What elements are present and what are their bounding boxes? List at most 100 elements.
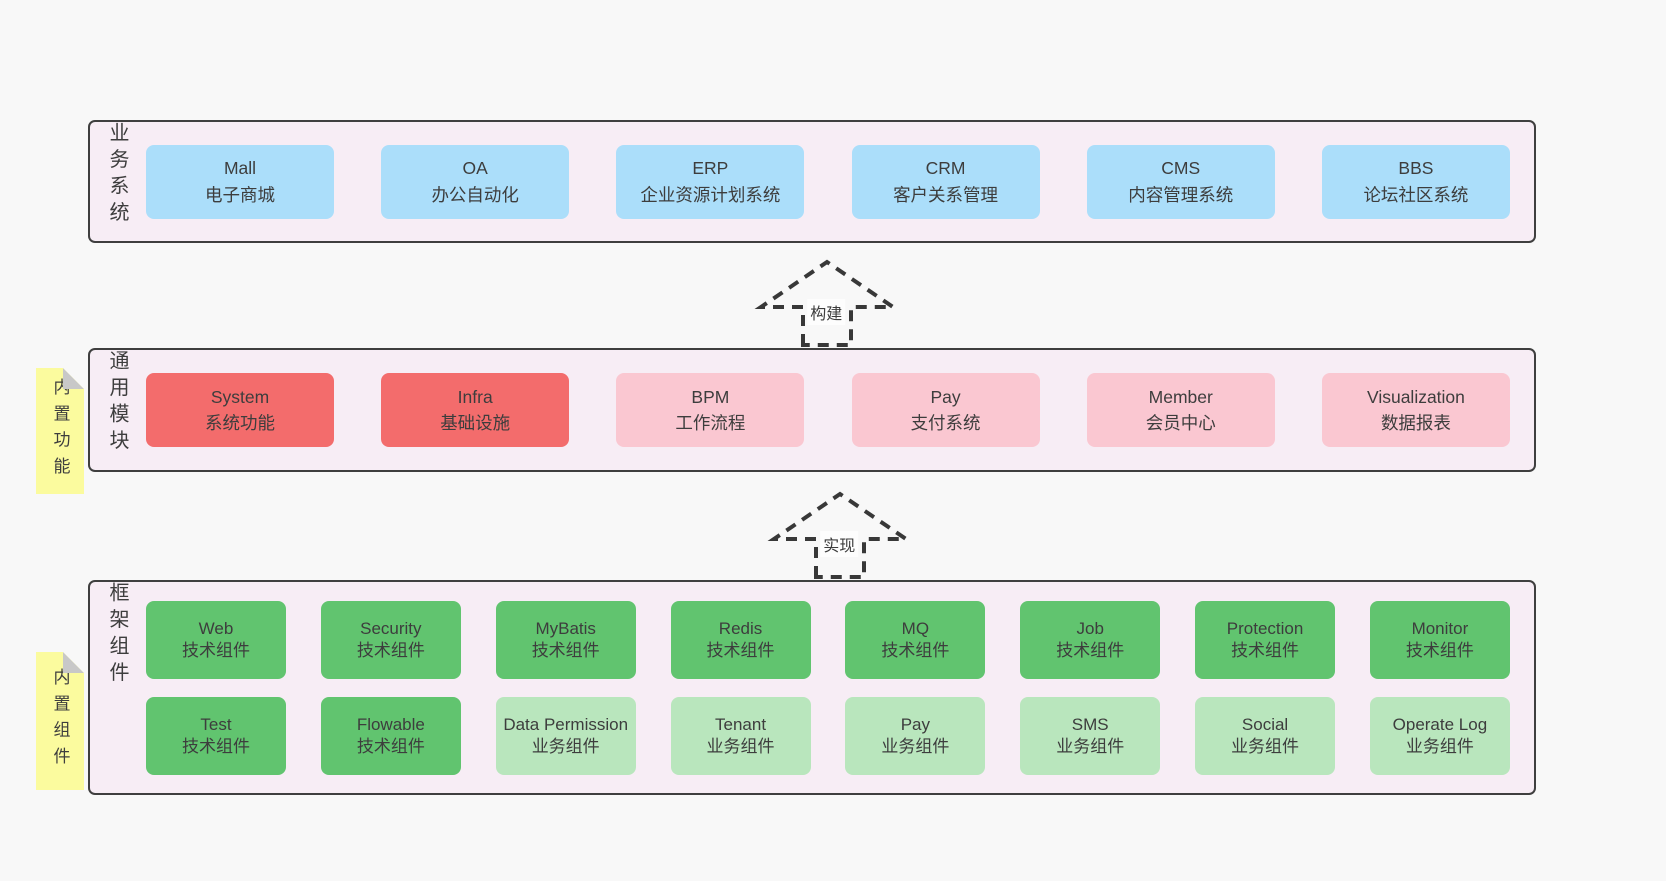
box-subtitle: 业务组件: [1056, 737, 1125, 756]
layer-label-framework-components: 框架组件: [106, 582, 128, 688]
diagram-box-crm: CRM 客户关系管理: [851, 144, 1040, 219]
diagram-box-social: Social 业务组件: [1195, 697, 1336, 775]
box-subtitle: 技术组件: [1405, 641, 1474, 660]
box-subtitle: 办公自动化: [431, 184, 519, 205]
box-title: MyBatis: [535, 618, 596, 638]
diagram-box-visualization: Visualization 数据报表: [1321, 373, 1510, 447]
diagram-box-tenant: Tenant 业务组件: [670, 697, 811, 775]
folded-corner-icon: [63, 368, 84, 389]
box-subtitle: 业务组件: [531, 737, 600, 756]
box-title: Infra: [457, 386, 493, 407]
sticky-note-text: 内置功能: [50, 378, 70, 484]
box-subtitle: 业务组件: [1405, 737, 1474, 756]
box-subtitle: 技术组件: [182, 737, 250, 756]
diagram-box-mybatis: MyBatis 技术组件: [495, 601, 636, 679]
diagram-box-data-permission: Data Permission 业务组件: [495, 697, 636, 775]
box-subtitle: 客户关系管理: [893, 184, 999, 205]
box-subtitle: 数据报表: [1380, 413, 1451, 433]
sticky-note-built-in-components: 内置组件: [36, 652, 84, 790]
box-subtitle: 技术组件: [881, 641, 950, 660]
diagram-box-flowable: Flowable 技术组件: [320, 697, 461, 775]
layer-label-business-systems: 业务系统: [106, 122, 128, 228]
box-title: MQ: [901, 618, 930, 638]
box-title: System: [210, 386, 270, 407]
diagram-box-infra: Infra 基础设施: [381, 373, 570, 447]
box-subtitle: 技术组件: [356, 737, 425, 756]
box-title: BPM: [691, 386, 730, 407]
box-title: Monitor: [1411, 618, 1469, 638]
diagram-box-security: Security 技术组件: [320, 601, 461, 679]
implement-arrow-label: 实现: [820, 531, 859, 557]
diagram-box-monitor: Monitor 技术组件: [1369, 601, 1510, 679]
diagram-box-erp: ERP 企业资源计划系统: [616, 144, 805, 219]
box-subtitle: 系统功能: [205, 413, 275, 433]
box-title: CMS: [1161, 158, 1201, 179]
box-title: Data Permission: [503, 714, 629, 734]
box-title: Flowable: [356, 714, 425, 734]
sticky-note-text: 内置组件: [50, 668, 70, 774]
build-arrow-label: 构建: [807, 299, 846, 325]
diagram-box-oa: OA 办公自动化: [381, 144, 570, 219]
common-modules-box-row: System 系统功能 Infra 基础设施 BPM 工作流程 Pay 支付系统 Member 会…: [90, 350, 1534, 470]
box-title: BBS: [1398, 158, 1434, 179]
layer-business-systems: 业务系统 Mall 电子商城 OA 办公自动化 ERP 企业资源计划系统 CRM 客户关系管理…: [88, 120, 1536, 243]
box-subtitle: 支付系统: [910, 413, 981, 433]
box-title: Operate Log: [1392, 714, 1488, 734]
box-title: Pay: [930, 386, 961, 407]
layer-label-common-modules: 通用模块: [106, 350, 128, 456]
folded-corner-icon: [63, 652, 84, 673]
box-subtitle: 业务组件: [1231, 737, 1300, 756]
box-subtitle: 技术组件: [356, 641, 425, 660]
box-title: Visualization: [1366, 386, 1465, 407]
up-arrow-icon: [767, 491, 913, 579]
box-title: Security: [360, 618, 422, 638]
up-arrow-icon: [754, 259, 900, 347]
diagram-box-system: System 系统功能: [146, 373, 334, 447]
box-title: Redis: [718, 618, 763, 638]
box-title: CRM: [925, 158, 966, 179]
diagram-box-protection: Protection 技术组件: [1195, 601, 1336, 679]
box-title: Tenant: [715, 714, 767, 734]
box-subtitle: 基础设施: [440, 413, 511, 433]
box-subtitle: 技术组件: [1231, 641, 1300, 660]
box-subtitle: 电子商城: [205, 184, 275, 205]
diagram-box-job: Job 技术组件: [1020, 601, 1161, 679]
box-title: Protection: [1226, 618, 1304, 638]
box-title: ERP: [692, 158, 729, 179]
box-subtitle: 会员中心: [1145, 413, 1216, 433]
box-title: Member: [1148, 386, 1213, 407]
box-title: Job: [1076, 618, 1104, 638]
diagram-box-test: Test 技术组件: [146, 697, 286, 775]
box-subtitle: 工作流程: [675, 413, 746, 433]
box-subtitle: 业务组件: [706, 737, 775, 756]
diagram-box-pay: Pay 支付系统: [851, 373, 1040, 447]
box-subtitle: 技术组件: [706, 641, 775, 660]
box-title: Test: [200, 714, 232, 734]
box-title: Web: [198, 618, 234, 638]
box-title: SMS: [1071, 714, 1109, 734]
box-subtitle: 技术组件: [1056, 641, 1125, 660]
implement-arrow: 实现: [765, 487, 915, 579]
diagram-box-operate-log: Operate Log 业务组件: [1369, 697, 1510, 775]
box-title: OA: [462, 158, 488, 179]
diagram-box-bbs: BBS 论坛社区系统: [1321, 144, 1510, 219]
sticky-note-built-in-features: 内置功能: [36, 368, 84, 494]
box-subtitle: 内容管理系统: [1128, 184, 1234, 205]
diagram-box-member: Member 会员中心: [1086, 373, 1275, 447]
box-subtitle: 企业资源计划系统: [640, 184, 781, 205]
box-title: Mall: [223, 158, 257, 179]
box-title: Social: [1241, 714, 1289, 734]
build-arrow: 构建: [752, 255, 902, 347]
diagram-box-sms: SMS 业务组件: [1020, 697, 1161, 775]
business-systems-box-row: Mall 电子商城 OA 办公自动化 ERP 企业资源计划系统 CRM 客户关系管理 CMS 内容…: [90, 122, 1534, 241]
box-subtitle: 业务组件: [881, 737, 950, 756]
box-subtitle: 技术组件: [531, 641, 600, 660]
diagram-box-bpm: BPM 工作流程: [616, 373, 805, 447]
diagram-box-mall: Mall 电子商城: [146, 144, 334, 219]
diagram-box-redis: Redis 技术组件: [670, 601, 811, 679]
box-subtitle: 论坛社区系统: [1363, 184, 1469, 205]
box-subtitle: 技术组件: [182, 641, 250, 660]
